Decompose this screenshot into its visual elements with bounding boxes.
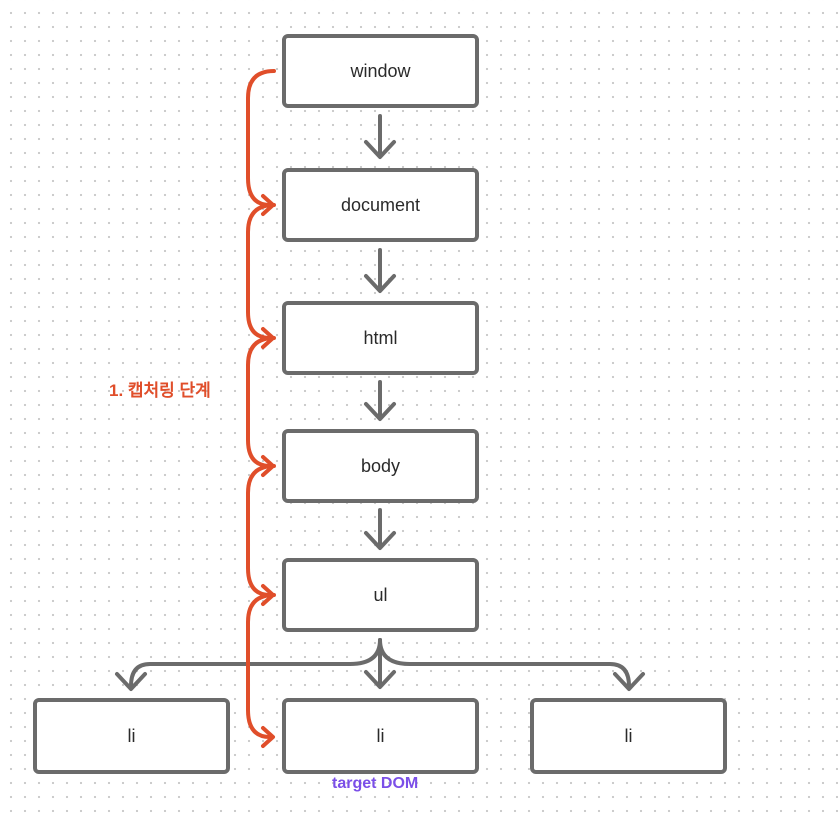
node-li-left: li (33, 698, 230, 774)
node-li-left-label: li (127, 725, 136, 746)
node-document-label: document (340, 194, 421, 215)
arrow-document-to-html (364, 248, 396, 293)
arrow-html-to-body (364, 380, 396, 421)
node-li-target-label: li (376, 725, 385, 746)
node-window: window (282, 34, 479, 108)
node-li-right: li (530, 698, 727, 774)
arrow-ul-to-li-right (378, 638, 645, 691)
node-body: body (282, 429, 479, 503)
node-html: html (282, 301, 479, 375)
capture-phase-path (246, 69, 276, 748)
arrow-window-to-document (364, 114, 396, 159)
node-body-label: body (360, 455, 401, 476)
node-li-target: li (282, 698, 479, 774)
node-html-label: html (363, 327, 398, 348)
node-document: document (282, 168, 479, 242)
node-window-label: window (350, 60, 411, 81)
arrow-body-to-ul (364, 508, 396, 550)
node-ul-label: ul (373, 584, 388, 605)
node-ul: ul (282, 558, 479, 632)
node-li-right-label: li (624, 725, 633, 746)
capture-phase-label: 1. 캡처링 단계 (109, 381, 211, 400)
target-dom-label: target DOM (332, 775, 419, 792)
